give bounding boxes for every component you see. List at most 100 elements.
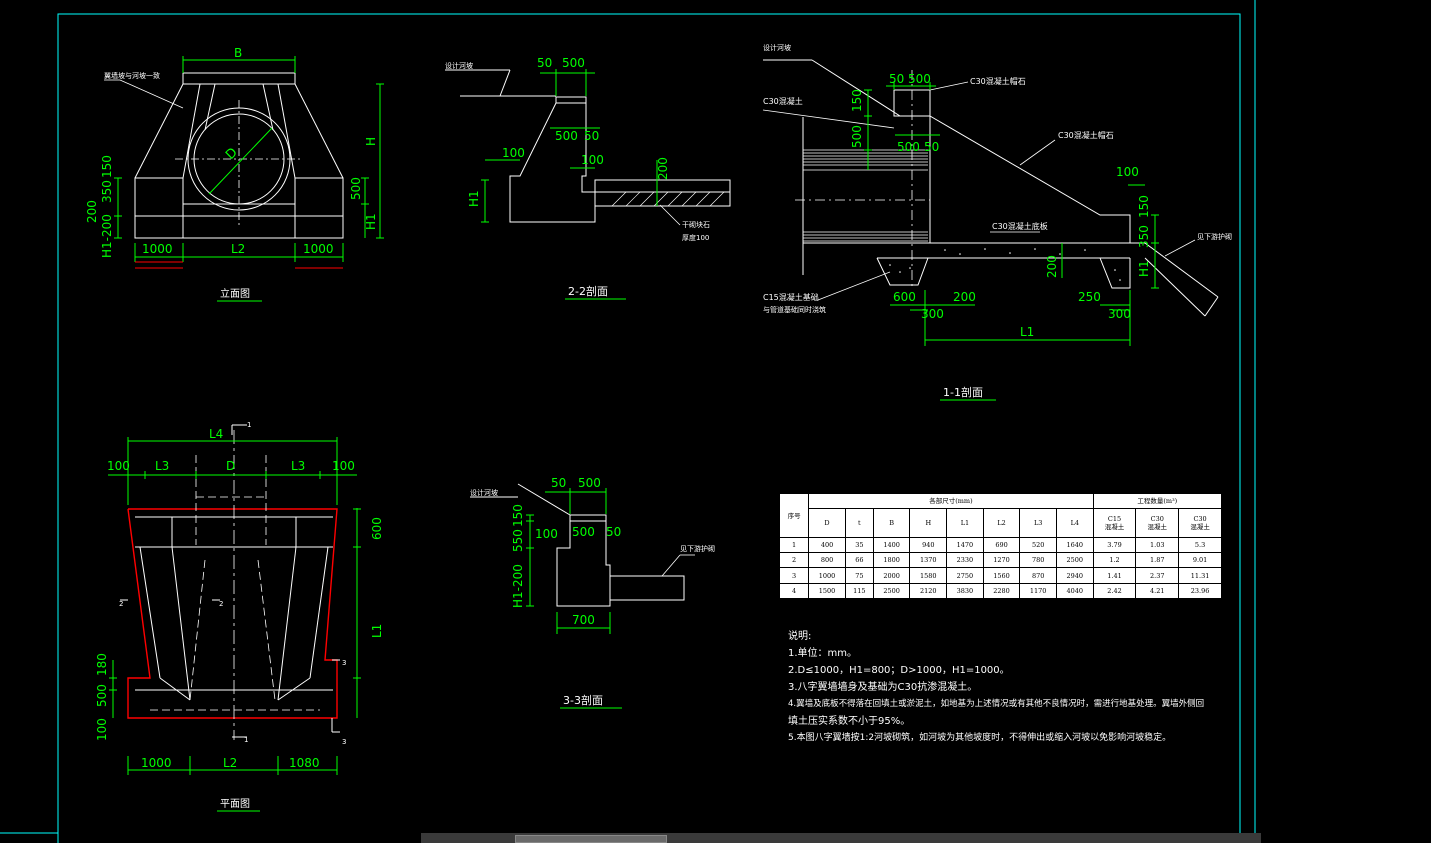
- table-cell: 400: [808, 537, 846, 554]
- design-notes: 说明: 1.单位：mm。 2.D≤1000，H1=800；D>1000，H1=1…: [788, 628, 1228, 747]
- table-cell: 23.96: [1178, 582, 1222, 600]
- table-cell: 1270: [982, 552, 1021, 569]
- note-2: 2.D≤1000，H1=800；D>1000，H1=1000。: [788, 665, 1010, 676]
- dim-150-right-11: 150: [1137, 195, 1151, 218]
- table-cell: 11.31: [1178, 567, 1222, 584]
- dim-500-left-11: 500: [850, 125, 864, 148]
- table-cell: 5.3: [1178, 537, 1222, 554]
- c30-base-label: C30混凝土底板: [992, 221, 1048, 231]
- dim-500-11: 500: [908, 72, 931, 86]
- see-downstream-label-33: 见下游护砌: [680, 544, 715, 553]
- table-col: L3: [1019, 508, 1057, 539]
- table-cell: 4040: [1055, 582, 1094, 600]
- dim-H1-22: H1: [467, 190, 481, 207]
- dim-L1-plan: L1: [370, 624, 384, 638]
- table-cell: 2500: [1055, 552, 1094, 569]
- dim-H: H: [364, 137, 378, 146]
- table-cell: 1: [778, 537, 810, 554]
- table-col: L1: [946, 508, 984, 539]
- rubble-thickness-label: 厚度100: [682, 233, 709, 242]
- horizontal-scrollbar[interactable]: [421, 833, 1261, 843]
- table-cell: 520: [1019, 537, 1057, 554]
- table-cell: 1.87: [1135, 552, 1180, 569]
- dim-H1-right-11: H1: [1137, 260, 1151, 277]
- dim-350-elev: 350: [100, 180, 114, 203]
- table-cell: 1170: [1019, 582, 1057, 600]
- rubble-label: 干砌块石: [682, 220, 710, 229]
- section-3-3-title: 3-3剖面: [563, 693, 603, 707]
- scrollbar-thumb[interactable]: [515, 835, 667, 843]
- table-col: D: [808, 508, 846, 539]
- c15-fill-label: C15混凝土基础: [763, 292, 819, 302]
- dim-200-22: 200: [656, 157, 670, 180]
- plan-cut-1-top: 1: [247, 421, 251, 429]
- dim-300-right-11: 300: [1108, 307, 1131, 321]
- table-cell: 1.41: [1092, 567, 1137, 584]
- table-cell: 2000: [872, 567, 911, 584]
- dim-500-plan: 500: [95, 684, 109, 707]
- table-cell: 690: [982, 537, 1021, 554]
- dim-L2-plan: L2: [223, 756, 237, 770]
- note-4b: 填土压实系数不小于95%。: [788, 716, 911, 727]
- dim-100-right-plan: 100: [332, 459, 355, 473]
- table-cell: 2330: [946, 552, 984, 569]
- drawing-frame: [0, 0, 1256, 843]
- table-cell: 1400: [872, 537, 911, 554]
- c30-cap-label-2: C30混凝土帽石: [1058, 130, 1114, 140]
- table-cell: 4: [778, 582, 810, 600]
- table-cell: 2: [778, 552, 810, 569]
- section-3-3-view: 设计河坡 见下游护砌 50 500 150 550 100 500 50 H1-…: [470, 476, 715, 709]
- dim-150-11: 150: [850, 89, 864, 112]
- see-downstream-label-11: 见下游护砌: [1197, 232, 1232, 241]
- dim-200-11: 200: [1045, 255, 1059, 278]
- dim-1080-plan: 1080: [289, 756, 320, 770]
- dim-100-22: 100: [502, 146, 525, 160]
- dim-H1-200-elev: H1-200: [100, 214, 114, 258]
- table-head-no: 序号: [778, 492, 810, 539]
- table-cell: 1.03: [1135, 537, 1180, 554]
- table-cell: 1370: [909, 552, 948, 569]
- dim-550-33: 550: [511, 529, 525, 552]
- table-cell: 2280: [982, 582, 1021, 600]
- plan-cut-3-top: 3: [342, 659, 346, 667]
- c30-concrete-label: C30混凝土: [763, 96, 803, 106]
- dim-500-lower-22: 500: [555, 129, 578, 143]
- dim-1000-right-elev: 1000: [303, 242, 334, 256]
- dim-300-left-11: 300: [921, 307, 944, 321]
- dim-500-lower-11: 500: [897, 140, 920, 154]
- plan-title: 平面图: [220, 798, 250, 810]
- table-cell: 75: [844, 567, 874, 584]
- elevation-title: 立面图: [220, 287, 250, 300]
- dim-50-22: 50: [537, 56, 552, 70]
- table-cell: 1560: [982, 567, 1021, 584]
- dim-200b-11: 200: [953, 290, 976, 304]
- table-col: B: [872, 508, 911, 539]
- dim-200-elev: 200: [85, 200, 99, 223]
- dim-D-plan: D: [226, 459, 235, 473]
- table-col-headers: D t B H L1 L2 L3 L4 C15 混凝土 C30 混凝土 C30 …: [780, 508, 1222, 539]
- dim-350-right-11: 350: [1137, 225, 1151, 248]
- table-cell: 9.01: [1178, 552, 1222, 569]
- table-cell: 2750: [946, 567, 984, 584]
- note-5: 5.本图八字翼墙按1:2河坡砌筑，如河坡为其他坡度时，不得伸出或缩入河坡以免影响…: [788, 733, 1172, 743]
- dim-50-lower-11: 50: [924, 140, 939, 154]
- table-cell: 1800: [872, 552, 911, 569]
- c30-cap-label: C30混凝土帽石: [970, 76, 1026, 86]
- plan-cut-1-bottom: 1: [244, 736, 248, 744]
- dim-150-33: 150: [511, 504, 525, 527]
- table-cell: 2120: [909, 582, 948, 600]
- dim-500-elev: 500: [349, 177, 363, 200]
- table-head-qty: 工程数量(m³): [1092, 492, 1223, 510]
- table-col: C30 混凝土: [1135, 508, 1180, 539]
- table-cell: 1470: [946, 537, 984, 554]
- table-cell: 2940: [1055, 567, 1094, 584]
- table-head-dims: 各部尺寸(mm): [808, 492, 1094, 510]
- table-col: C30 混凝土: [1178, 508, 1222, 539]
- dim-600-11: 600: [893, 290, 916, 304]
- dim-600-plan: 600: [370, 517, 384, 540]
- dim-50-lower-33: 50: [606, 525, 621, 539]
- section-1-1-view: 设计河坡 C30混凝土 C30混凝土帽石 C30混凝土帽石 C30混凝土底板 见…: [762, 43, 1232, 401]
- dim-L1-11: L1: [1020, 325, 1034, 339]
